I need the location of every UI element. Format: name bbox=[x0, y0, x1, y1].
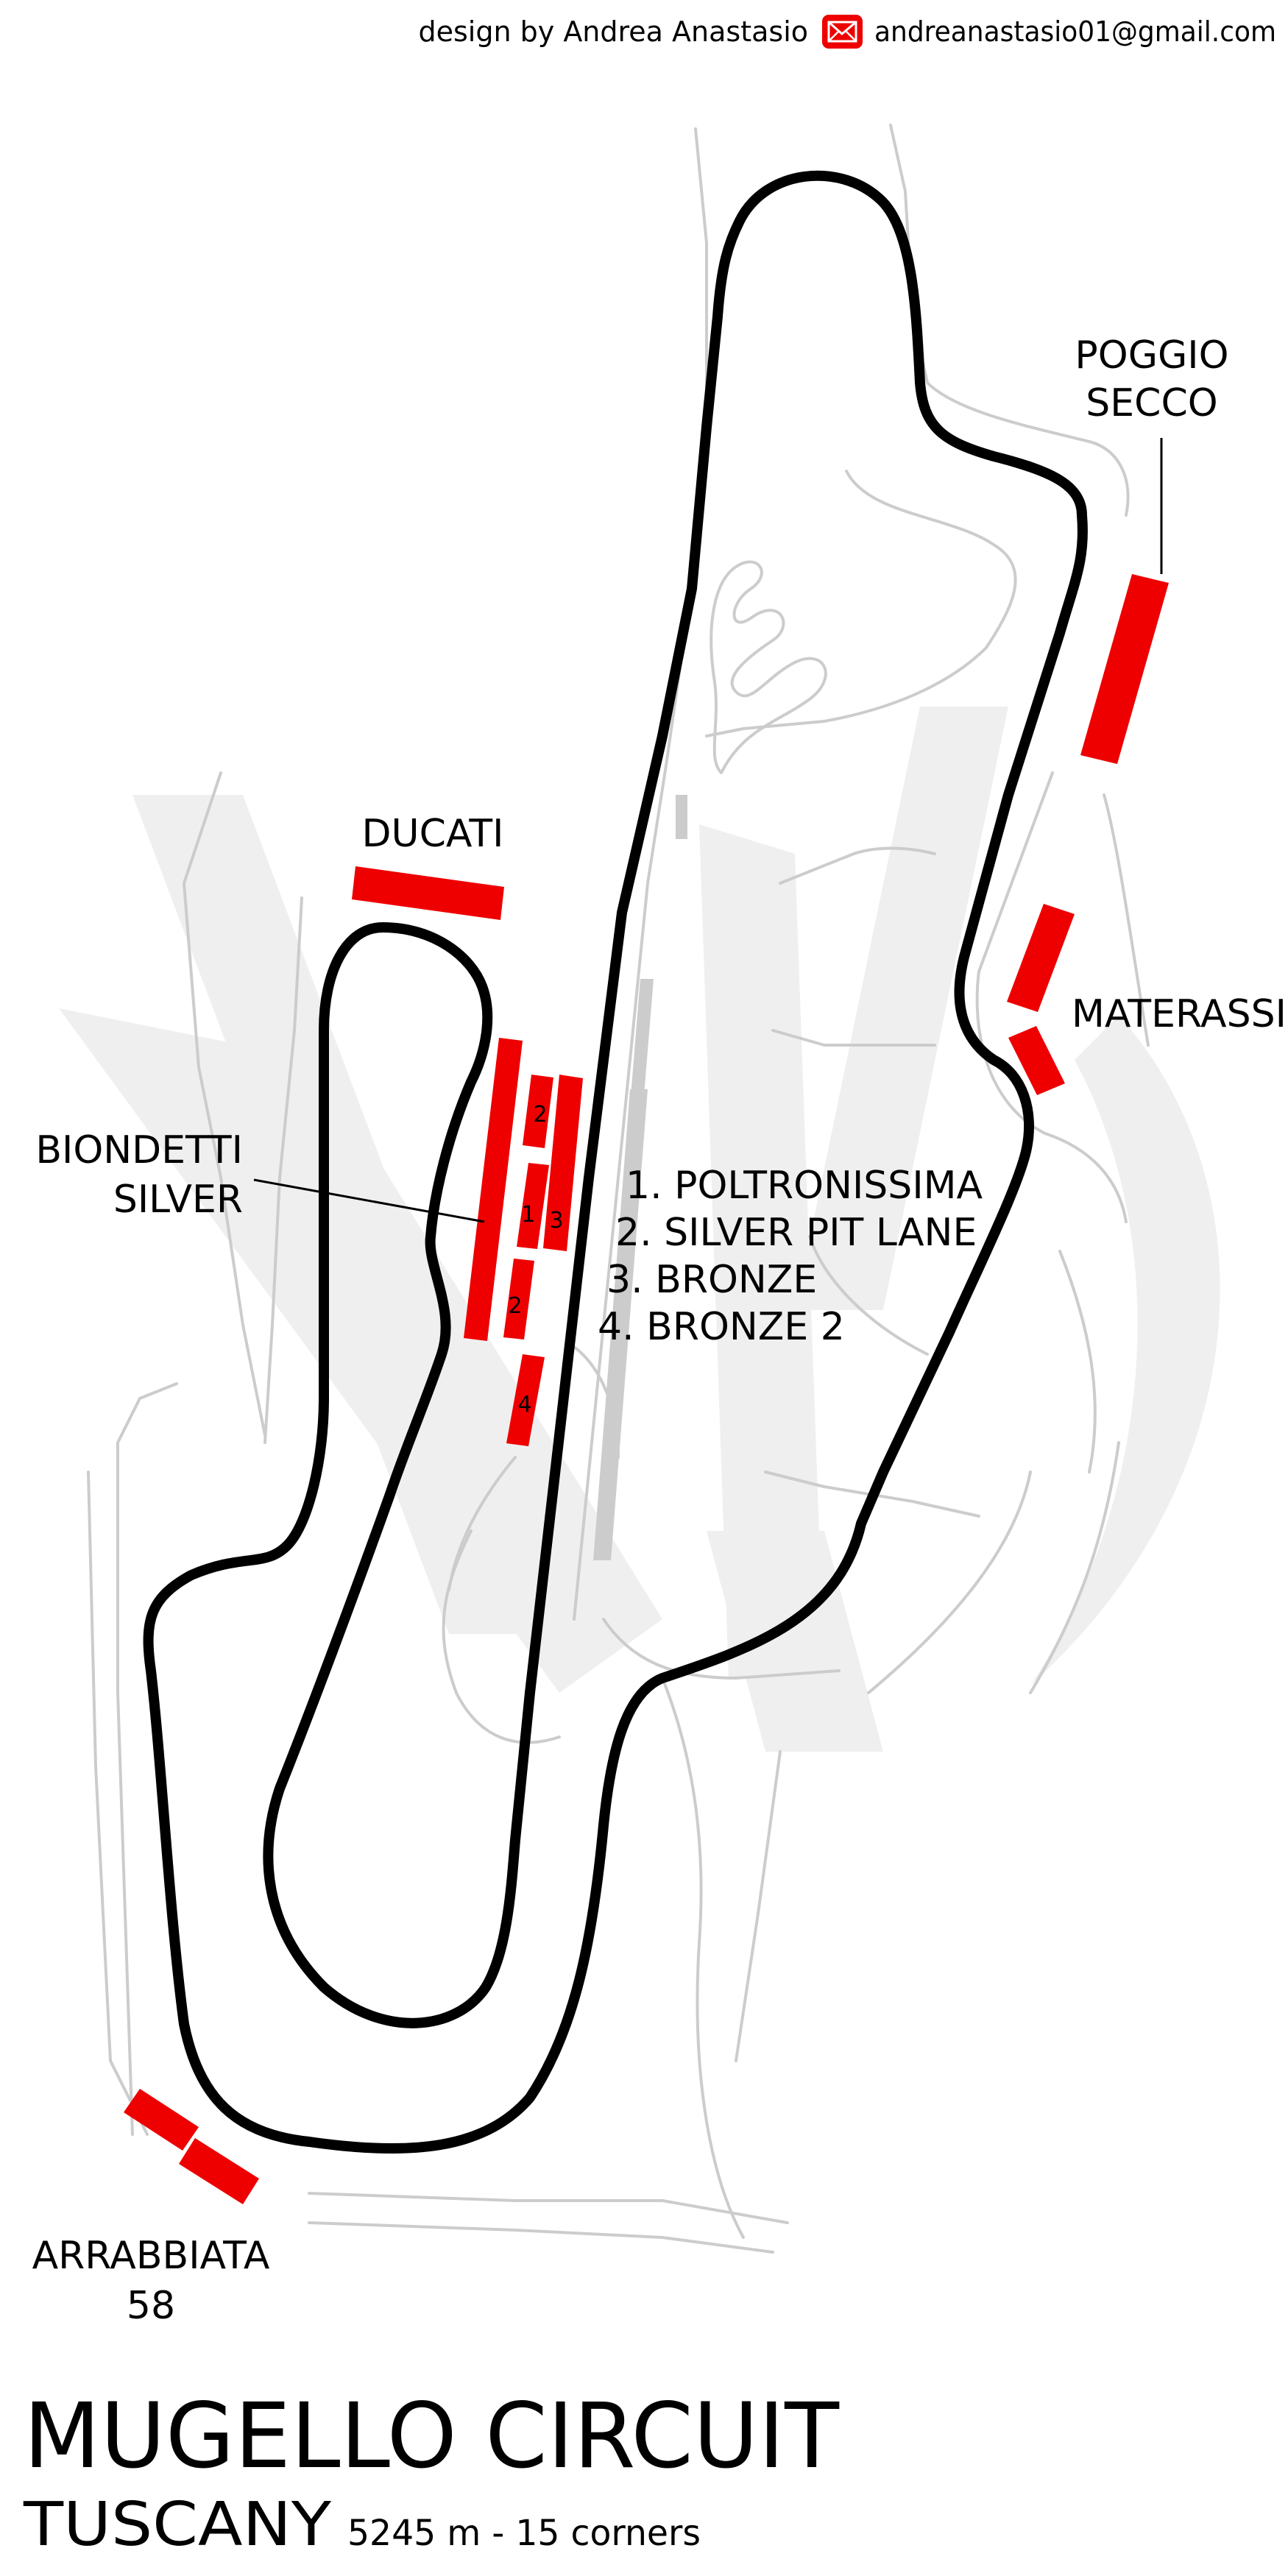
stand-arrabbiata-2 bbox=[179, 2138, 259, 2204]
label-arrabbiata-1: ARRABBIATA bbox=[32, 2234, 270, 2278]
watermark-logo bbox=[59, 707, 1220, 1752]
stand-number-2-top: 2 bbox=[533, 1102, 547, 1128]
stand-1-poltronissima bbox=[517, 1163, 549, 1249]
stand-2-silver-bottom bbox=[503, 1259, 534, 1340]
label-poggio-secco-1: POGGIO bbox=[1075, 333, 1228, 378]
stand-materassi-1 bbox=[1007, 904, 1075, 1012]
stand-arrabbiata-1 bbox=[124, 2089, 199, 2151]
legend-item-3: 3. BRONZE bbox=[606, 1258, 817, 1302]
service-roads bbox=[87, 124, 1150, 2254]
stand-3-bronze bbox=[543, 1075, 583, 1251]
header-credit: design by Andrea Anastasio andreanastasi… bbox=[418, 15, 1276, 49]
stand-biondetti-silver bbox=[464, 1038, 523, 1341]
stand-materassi-2 bbox=[1008, 1026, 1065, 1095]
stand-number-2-bottom: 2 bbox=[508, 1293, 522, 1319]
leader-lines bbox=[253, 438, 1163, 1223]
pit-buildings bbox=[593, 795, 687, 1560]
label-biondetti-2: SILVER bbox=[113, 1178, 243, 1222]
label-poggio-secco-2: SECCO bbox=[1086, 381, 1217, 425]
label-materassi: MATERASSI bbox=[1072, 992, 1287, 1036]
page-title: MUGELLO CIRCUIT bbox=[24, 2384, 839, 2488]
title-block: MUGELLO CIRCUIT TUSCANY 5245 m - 15 corn… bbox=[23, 2384, 840, 2560]
region-title: TUSCANY bbox=[23, 2490, 332, 2560]
stand-labels: POGGIO SECCO DUCATI MATERASSI BIONDETTI … bbox=[32, 333, 1287, 2328]
stand-number-1: 1 bbox=[521, 1202, 535, 1228]
mail-icon bbox=[822, 15, 863, 49]
kart-track bbox=[710, 560, 827, 774]
credit-email: andreanastasio01@gmail.com bbox=[874, 15, 1276, 48]
circuit-stats: 5245 m - 15 corners bbox=[347, 2513, 701, 2554]
grandstand-numbers: 2 1 3 2 4 bbox=[508, 1102, 563, 1418]
stand-4-bronze-2 bbox=[506, 1354, 545, 1446]
label-ducati: DUCATI bbox=[361, 812, 503, 856]
label-biondetti-1: BIONDETTI bbox=[35, 1128, 243, 1172]
stand-2-silver-top bbox=[523, 1075, 553, 1148]
grandstand-legend: 1. POLTRONISSIMA 2. SILVER PIT LANE 3. B… bbox=[598, 1164, 983, 1349]
stand-number-4: 4 bbox=[517, 1392, 531, 1418]
stand-poggio-secco bbox=[1080, 574, 1169, 764]
legend-item-2: 2. SILVER PIT LANE bbox=[615, 1211, 977, 1255]
credit-text: design by Andrea Anastasio bbox=[418, 15, 808, 48]
grandstands bbox=[124, 574, 1169, 2204]
label-arrabbiata-2: 58 bbox=[127, 2284, 175, 2328]
stand-ducati bbox=[352, 866, 504, 920]
legend-item-1: 1. POLTRONISSIMA bbox=[626, 1164, 983, 1208]
legend-item-4: 4. BRONZE 2 bbox=[598, 1305, 845, 1349]
stand-number-3: 3 bbox=[549, 1208, 563, 1234]
track-outline bbox=[143, 170, 1088, 2154]
